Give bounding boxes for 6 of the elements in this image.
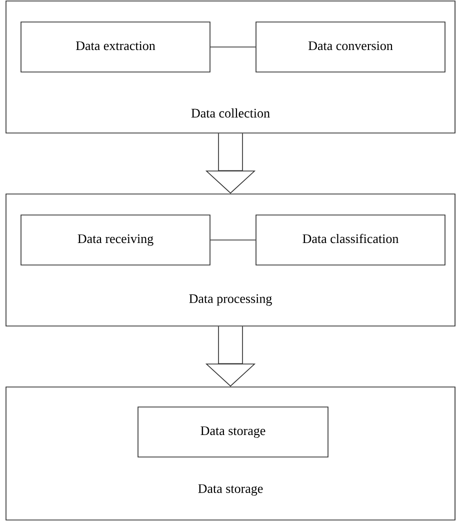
process-box: Data classification [256, 214, 446, 266]
process-box: Data conversion [256, 22, 446, 72]
process-box: Data storage [138, 406, 328, 458]
process-box: Data extraction [20, 22, 210, 72]
connector-line [210, 46, 256, 48]
process-box: Data receiving [20, 214, 210, 266]
